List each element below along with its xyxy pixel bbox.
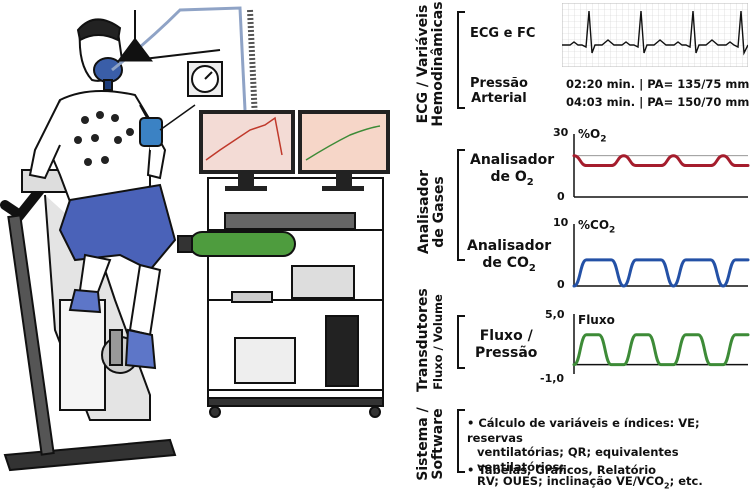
co2-chart-title: %CO2 [578, 218, 615, 235]
ecg-trace [562, 3, 748, 67]
co2-series-line [572, 258, 750, 288]
co2-analyzer-label: Analisador de CO2 [467, 238, 551, 277]
ecg-hr-label: ECG e FC [470, 26, 536, 41]
o2-chart-title-main: %O [578, 127, 601, 141]
flow-ytick-top: 5,0 [545, 308, 565, 321]
bp-label-line2: Arterial [471, 91, 527, 106]
flow-pressure-line2: Pressão [475, 345, 538, 361]
monitor-left [199, 110, 295, 191]
bp-label-line1: Pressão [470, 76, 528, 91]
patient-figure [28, 18, 177, 370]
o2-chart-title: %O2 [578, 127, 607, 144]
o2-analyzer-line1: Analisador [470, 152, 555, 168]
flow-pressure-line1: Fluxo / [479, 328, 533, 344]
co2-analyzer-line2: de CO2 [467, 255, 551, 277]
gas-flow-charts [572, 134, 750, 374]
co2-subscript: 2 [528, 262, 536, 274]
co2-analyzer-line1: Analisador [467, 238, 552, 254]
system-bullet-1-text1: Cálculo de variáveis e índices: VE; rese… [467, 416, 700, 445]
flow-ytick-bottom: -1,0 [540, 372, 565, 385]
o2-analyzer-text: de O [490, 169, 527, 185]
system-bullet-2: • Tabelas, Gráficos, Relatório [467, 463, 657, 477]
o2-series-line [572, 154, 750, 168]
system-bullet-1-line1: • Cálculo de variáveis e índices: VE; re… [467, 416, 700, 445]
co2-chart-title-sub: 2 [609, 225, 616, 236]
flow-pressure-label: Fluxo / Pressão [475, 328, 537, 362]
exercise-test-illustration [0, 6, 390, 472]
flow-chart-title: Fluxo [578, 313, 615, 327]
bp-label: Pressão Arterial [470, 76, 528, 106]
ecg-waveform [562, 10, 748, 56]
ecg-grid [562, 3, 748, 67]
o2-analyzer-line2: de O2 [470, 169, 554, 191]
system-bullet-1-text2: ventilatórias; QR; equivalentes ventilat… [477, 445, 679, 474]
co2-analyzer-text: de CO [482, 255, 529, 271]
system-bullet-1-tail: ; etc. [669, 474, 703, 488]
system-bullet-1: • Cálculo de variáveis e índices: VE; re… [467, 416, 750, 494]
gas-cylinder [177, 231, 296, 257]
gas-hoses [111, 6, 258, 131]
flow-series-line [572, 333, 750, 367]
co2-ytick-bottom: 0 [557, 278, 565, 291]
system-bullet-1-line2: ventilatórias; QR; equivalentes ventilat… [467, 445, 750, 474]
co2-chart-title-main: %CO [578, 218, 610, 232]
manometer-gauge [187, 61, 223, 97]
co2-ytick-top: 10 [553, 216, 569, 229]
o2-ytick-bottom: 0 [557, 190, 565, 203]
system-bullet-2-text: Tabelas, Gráficos, Relatório [478, 463, 657, 477]
bp-reading-2: 04:03 min. | PA= 150/70 mmHg [566, 95, 750, 109]
o2-analyzer-label: Analisador de O2 [470, 152, 554, 191]
o2-chart-title-sub: 2 [600, 134, 607, 145]
bp-reading-1: 02:20 min. | PA= 135/75 mmHg [566, 77, 750, 91]
equipment-cart [207, 177, 384, 418]
o2-ytick-top: 30 [553, 126, 569, 139]
o2-subscript: 2 [526, 176, 534, 188]
monitor-right [298, 110, 390, 191]
